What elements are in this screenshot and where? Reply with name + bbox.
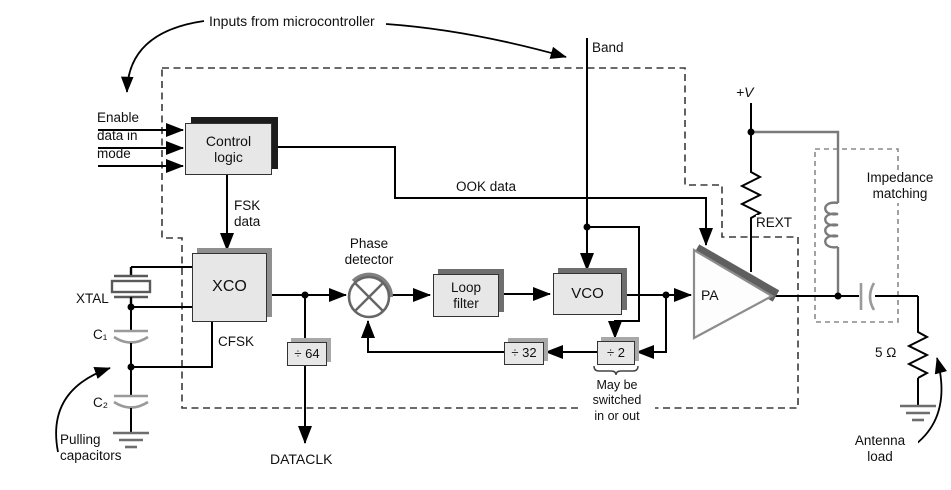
- vco-block: VCO: [553, 273, 622, 315]
- crystal-symbol: [110, 267, 152, 307]
- supply-wire-gray: [751, 130, 840, 296]
- pa-triangle: [692, 244, 780, 340]
- impedance-matching-box: [814, 148, 899, 323]
- ook-data-label: OOK data: [456, 179, 517, 194]
- five-ohm-label: 5 Ω: [875, 345, 897, 360]
- series-capacitor: [859, 282, 876, 311]
- mode-label: mode: [97, 146, 131, 161]
- rext-resistor: [739, 168, 763, 222]
- inputs-from-microcontroller-label: Inputs from microcontroller: [209, 13, 375, 29]
- c1-label: C₁: [93, 327, 108, 342]
- c2-label: C₂: [93, 395, 108, 410]
- capacitor-c2: [113, 367, 149, 433]
- ground-symbol-left: [113, 431, 149, 449]
- control-logic-block: Control logic: [185, 123, 272, 175]
- antenna-load-label: Antenna load: [842, 433, 918, 466]
- rext-label: REXT: [756, 215, 793, 232]
- inductor-coil: [824, 201, 839, 249]
- dataclk-label: DATACLK: [270, 451, 333, 467]
- phase-detector-label: Phase detector: [344, 236, 394, 268]
- loop-filter-block: Loop filter: [433, 274, 499, 317]
- signal-wires: [98, 38, 919, 444]
- pa-label: PA: [701, 287, 719, 303]
- xtal-label: XTAL: [76, 291, 109, 306]
- xco-block: XCO: [192, 253, 267, 322]
- enable-label: Enable: [97, 110, 140, 125]
- load-resistor: [906, 328, 930, 379]
- band-label: Band: [592, 40, 624, 55]
- fsk-data-label: FSK data: [234, 198, 261, 230]
- pulling-capacitors-label: Pulling capacitors: [60, 432, 122, 464]
- antenna-load-curved-arrow: [911, 357, 948, 448]
- capacitor-c1: [113, 307, 149, 367]
- switchable-brace: [593, 365, 639, 376]
- data-in-label: data in: [97, 128, 138, 143]
- div32-block: ÷ 32: [504, 342, 544, 365]
- cfsk-label: CFSK: [218, 334, 255, 349]
- annotation-arrows: [55, 20, 948, 453]
- junction-dots: [127, 128, 842, 371]
- div2-block: ÷ 2: [597, 341, 635, 365]
- pulling-caps-curved-arrow: [55, 367, 111, 453]
- div64-block: ÷ 64: [287, 342, 327, 366]
- phase-detector-symbol: [347, 272, 394, 319]
- plus-v-label: +V: [736, 84, 754, 100]
- ic-boundary-dashed: [161, 67, 799, 409]
- may-be-switched-label: May be switched in or out: [579, 378, 655, 424]
- band-pointer-arrow: [385, 23, 567, 59]
- impedance-matching-label: Impedance matching: [856, 170, 944, 203]
- ground-symbol-right: [900, 404, 936, 422]
- micro-inputs-curved-arrow: [120, 20, 205, 93]
